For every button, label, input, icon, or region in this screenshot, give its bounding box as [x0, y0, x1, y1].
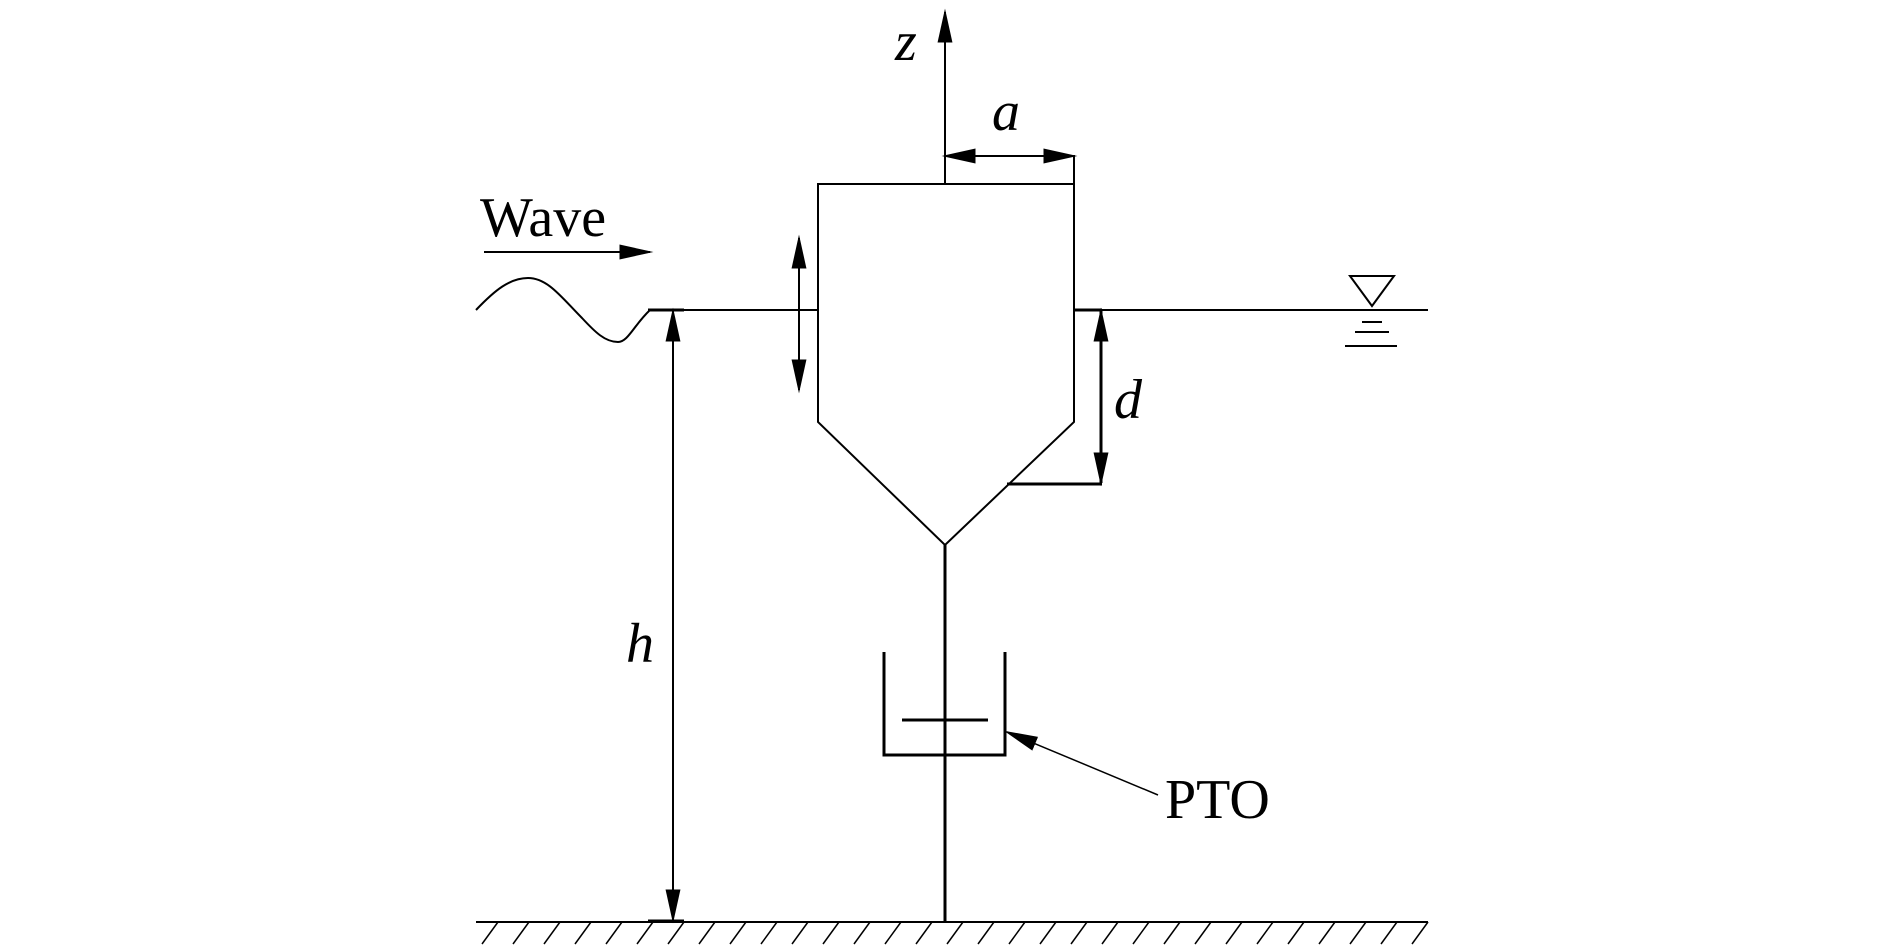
- seabed-hatch-mark: [1287, 921, 1305, 945]
- seabed-hatch-mark: [512, 921, 530, 945]
- seabed-hatch-mark: [1101, 921, 1119, 945]
- seabed-hatching: [481, 921, 1429, 945]
- seabed-hatch-mark: [1132, 921, 1150, 945]
- seabed-hatch-mark: [1070, 921, 1088, 945]
- seabed-hatch-mark: [884, 921, 902, 945]
- seabed-hatch-mark: [1380, 921, 1398, 945]
- seabed-hatch-mark: [1194, 921, 1212, 945]
- seabed-hatch-mark: [636, 921, 654, 945]
- seabed-hatch-mark: [1039, 921, 1057, 945]
- seabed-hatch-mark: [543, 921, 561, 945]
- seabed-hatch-mark: [1163, 921, 1181, 945]
- seabed-hatch-mark: [1349, 921, 1367, 945]
- draft-d-label: d: [1114, 369, 1143, 431]
- seabed-hatch-mark: [1008, 921, 1026, 945]
- seabed-hatch-mark: [729, 921, 747, 945]
- seabed-hatch-mark: [1318, 921, 1336, 945]
- water-level-symbol: [1345, 275, 1397, 347]
- pto-label: PTO: [1165, 769, 1270, 831]
- incident-wave-profile: [475, 276, 679, 344]
- seabed-hatch-mark: [698, 921, 716, 945]
- seabed-hatch-mark: [822, 921, 840, 945]
- pto-pointer-arrow: [1003, 730, 1159, 796]
- seabed-hatch-mark: [667, 921, 685, 945]
- depth-h-label: h: [626, 613, 654, 675]
- radius-a-label: a: [992, 81, 1020, 143]
- seabed-hatch-mark: [481, 921, 499, 945]
- pto-damper-housing: [882, 652, 1007, 757]
- seabed-hatch-mark: [605, 921, 623, 945]
- seabed-hatch-mark: [946, 921, 964, 945]
- z-axis-label: z: [894, 11, 917, 73]
- buoy-body: [817, 183, 1075, 547]
- seabed-hatch-mark: [977, 921, 995, 945]
- wave-label: Wave: [480, 187, 606, 249]
- seabed-hatch-mark: [1256, 921, 1274, 945]
- seabed-hatch-mark: [853, 921, 871, 945]
- seabed-hatch-mark: [1411, 921, 1429, 945]
- seabed-hatch-mark: [760, 921, 778, 945]
- seabed-hatch-mark: [1225, 921, 1243, 945]
- seabed-hatch-mark: [574, 921, 592, 945]
- seabed-hatch-mark: [791, 921, 809, 945]
- seabed-hatch-mark: [915, 921, 933, 945]
